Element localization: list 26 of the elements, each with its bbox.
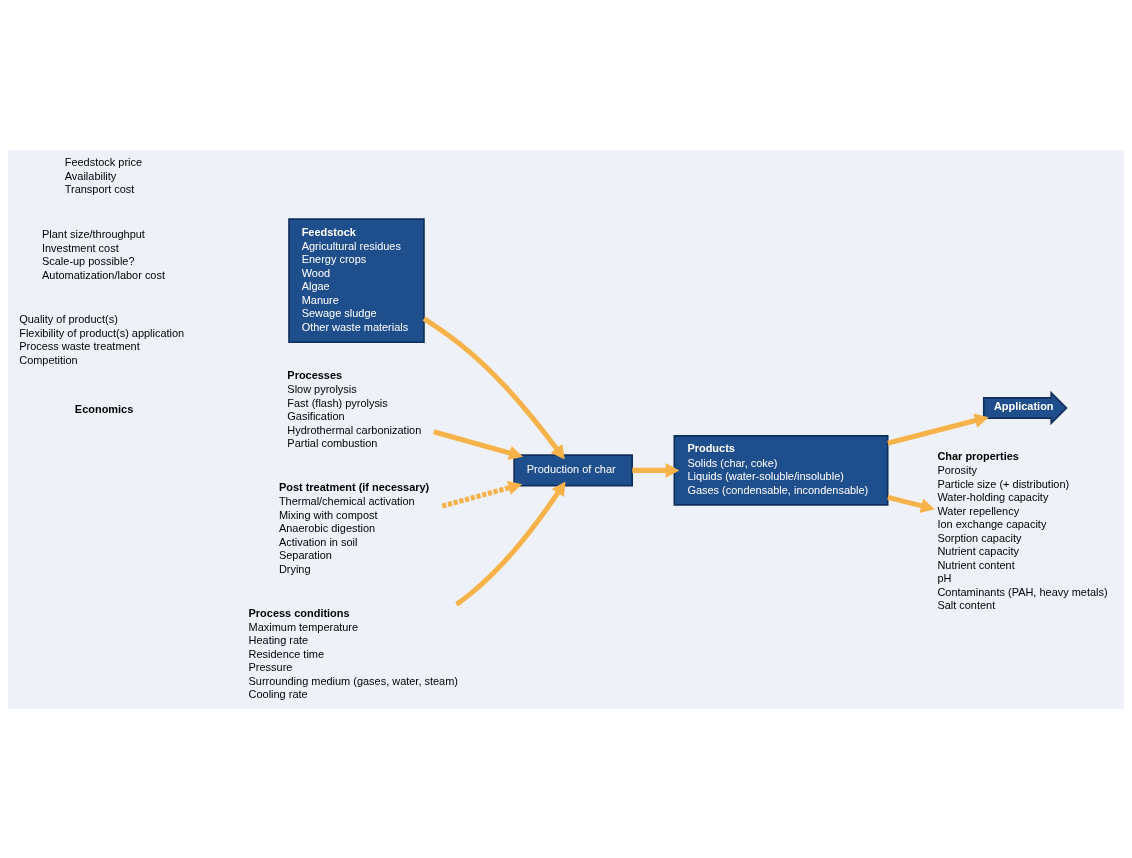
arrow — [422, 316, 565, 460]
label: Economics — [74, 402, 134, 415]
arrow — [455, 480, 566, 606]
node-text: Process conditions Maximum temperature Heating rate Residence time Pressure Surrounding medium (gases, water, steam) Cooling rate — [248, 606, 458, 700]
arrow — [433, 428, 523, 460]
label: Plant size/throughput — [41, 227, 145, 240]
label: Competition — [19, 353, 78, 366]
label: Quality of product(s) — [19, 312, 118, 325]
arrow — [887, 494, 935, 513]
node-box: Production of char — [513, 453, 634, 486]
node-text: Processes Slow pyrolysis Fast (flash) pyrolysis Gasification Hydrothermal carbonization Partial combustion — [287, 368, 422, 449]
label: Flexibility of product(s) application — [19, 326, 185, 339]
node-box: Products Solids (char, coke) Liquids (water-soluble/insoluble) Gases (condensable, incondensable) — [673, 434, 889, 506]
label: Scale-up possible? — [41, 254, 135, 267]
label: Investment cost — [41, 241, 119, 254]
arrow — [441, 480, 523, 509]
label: Transport cost — [64, 182, 135, 195]
arrow — [632, 462, 680, 478]
arrow — [887, 413, 989, 446]
label: Feedstock price — [64, 155, 143, 168]
label: Process waste treatment — [19, 339, 140, 352]
node-text: Post treatment (if necessary) Thermal/chemical activation Mixing with compost Anaerobic digestion Activation in soil Separation Drying — [278, 480, 430, 575]
label: Automatization/labor cost — [41, 267, 165, 280]
label: Availability — [64, 169, 117, 182]
node-box: Feedstock Agricultural residues Energy crops Wood Algae Manure Sewage sludge Other waste materials — [288, 217, 425, 343]
node-text: Char properties Porosity Particle size (+ distribution) Water-holding capacity Water repellency Ion exchange capacity Sorption capacity Nutrient capacity Nutrient content pH Contaminants (PAH, heavy metals) Salt content — [937, 449, 1108, 611]
